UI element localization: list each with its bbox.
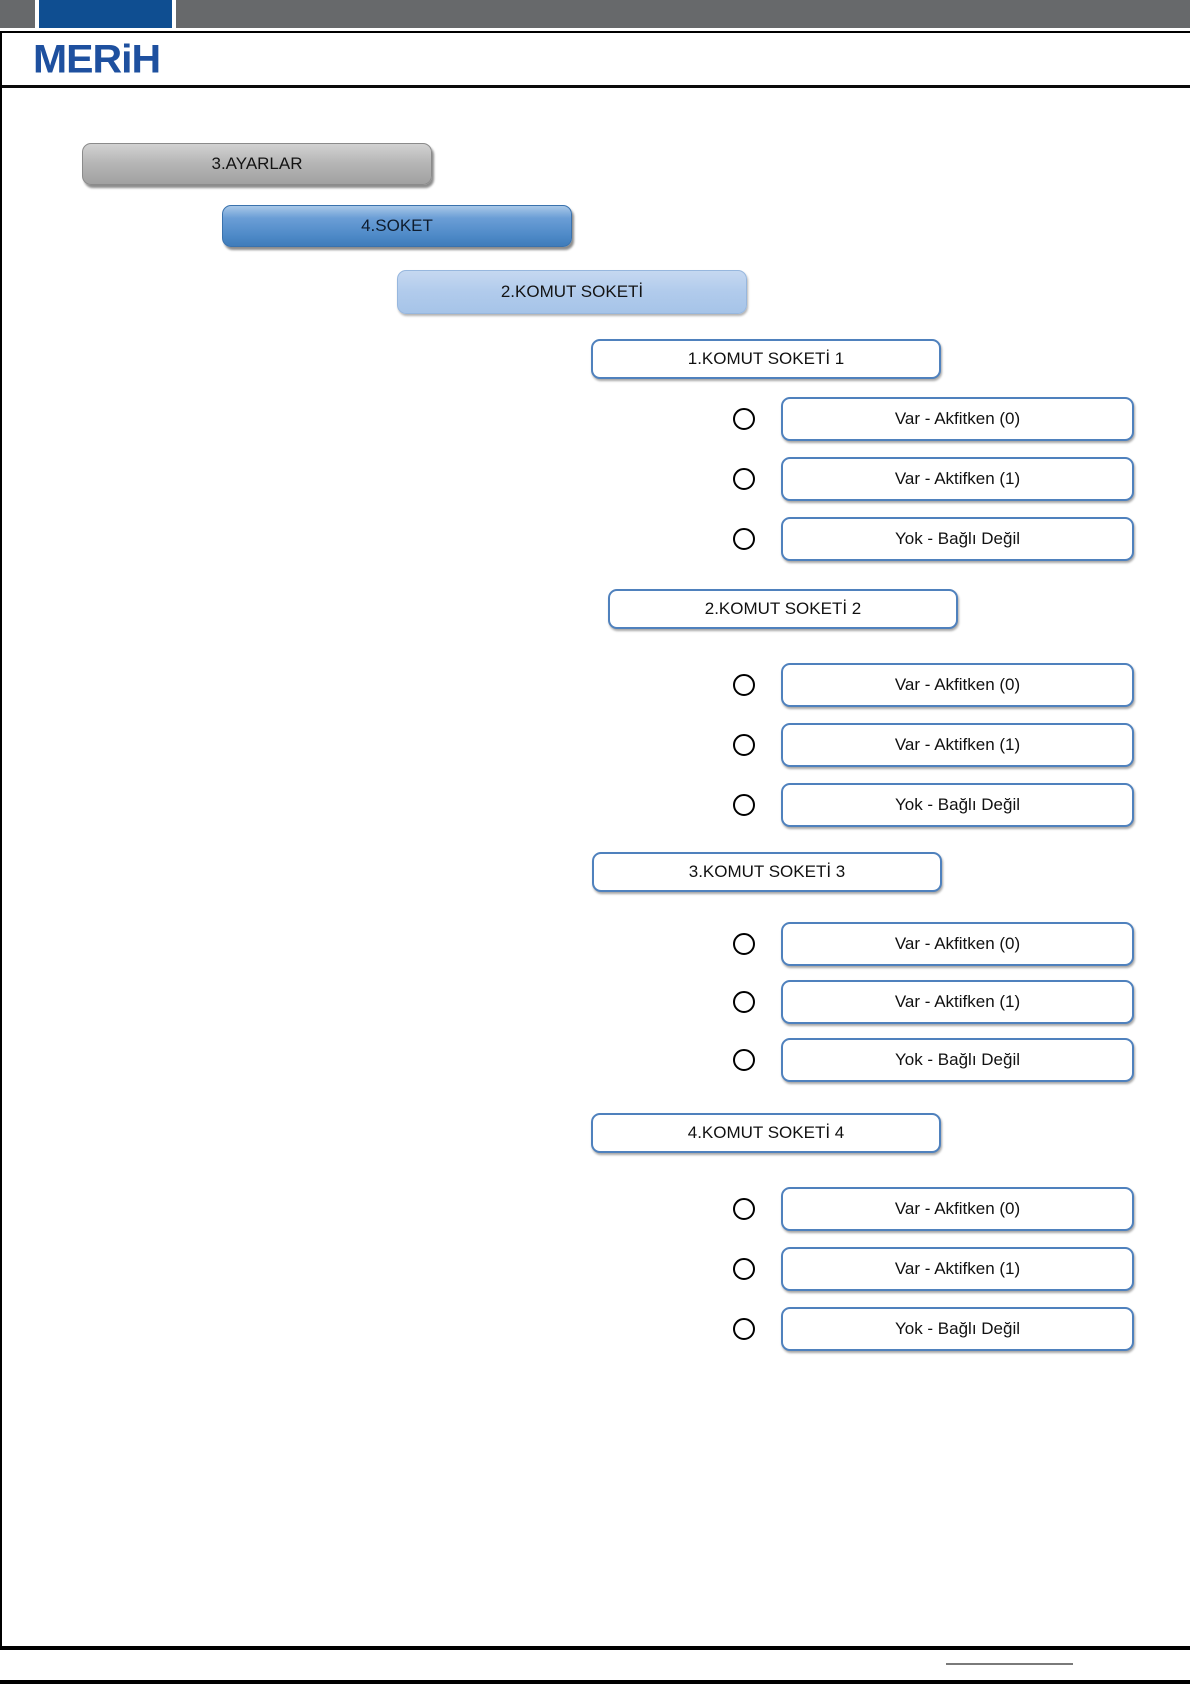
menu-button-label: 4.SOKET — [361, 216, 433, 235]
option-label: Var - Akfitken (0) — [894, 1199, 1021, 1218]
page-header: MERiH — [0, 31, 1190, 88]
radio-button[interactable] — [733, 674, 755, 696]
option-button[interactable]: Var - Akfitken (0) — [781, 663, 1134, 707]
radio-button[interactable] — [733, 1049, 755, 1071]
radio-button[interactable] — [733, 1318, 755, 1340]
topbar-gray-bar — [176, 0, 1190, 28]
section-header-4[interactable]: 4.KOMUT SOKETİ 4 — [591, 1113, 941, 1153]
radio-button[interactable] — [733, 991, 755, 1013]
radio-button[interactable] — [733, 933, 755, 955]
option-button[interactable]: Yok - Bağlı Değil — [781, 517, 1134, 561]
section-header-2[interactable]: 2.KOMUT SOKETİ 2 — [608, 589, 958, 629]
option-label: Var - Aktifken (1) — [894, 1259, 1021, 1278]
section-title: 1.KOMUT SOKETİ 1 — [687, 349, 845, 368]
radio-button[interactable] — [733, 1198, 755, 1220]
section-title: 3.KOMUT SOKETİ 3 — [688, 862, 846, 881]
section-title: 4.KOMUT SOKETİ 4 — [687, 1123, 845, 1142]
section-title: 2.KOMUT SOKETİ 2 — [704, 599, 862, 618]
topbar-gray-square — [0, 0, 35, 28]
menu-button-ayarlar[interactable]: 3.AYARLAR — [82, 143, 432, 185]
merih-logo: MERiH — [33, 36, 161, 82]
radio-button[interactable] — [733, 528, 755, 550]
page-left-border — [0, 31, 2, 1648]
option-label: Var - Aktifken (1) — [894, 735, 1021, 754]
radio-button[interactable] — [733, 734, 755, 756]
option-button[interactable]: Var - Akfitken (0) — [781, 922, 1134, 966]
option-label: Var - Akfitken (0) — [894, 409, 1021, 428]
section-header-1[interactable]: 1.KOMUT SOKETİ 1 — [591, 339, 941, 379]
section-header-3[interactable]: 3.KOMUT SOKETİ 3 — [592, 852, 942, 892]
option-button[interactable]: Var - Aktifken (1) — [781, 1247, 1134, 1291]
radio-button[interactable] — [733, 794, 755, 816]
topbar-gap — [35, 0, 39, 28]
option-button[interactable]: Yok - Bağlı Değil — [781, 1038, 1134, 1082]
menu-button-label: 3.AYARLAR — [211, 154, 303, 173]
menu-button-soket[interactable]: 4.SOKET — [222, 205, 572, 247]
option-label: Var - Aktifken (1) — [894, 992, 1021, 1011]
radio-button[interactable] — [733, 408, 755, 430]
option-button[interactable]: Var - Akfitken (0) — [781, 397, 1134, 441]
option-label: Var - Akfitken (0) — [894, 934, 1021, 953]
radio-button[interactable] — [733, 468, 755, 490]
option-button[interactable]: Var - Aktifken (1) — [781, 723, 1134, 767]
footer-top-rule — [0, 1646, 1190, 1650]
option-label: Yok - Bağlı Değil — [894, 529, 1021, 548]
option-label: Yok - Bağlı Değil — [894, 1050, 1021, 1069]
option-button[interactable]: Var - Akfitken (0) — [781, 1187, 1134, 1231]
footer-short-underline — [946, 1663, 1073, 1665]
option-label: Var - Akfitken (0) — [894, 675, 1021, 694]
option-button[interactable]: Yok - Bağlı Değil — [781, 1307, 1134, 1351]
option-button[interactable]: Var - Aktifken (1) — [781, 457, 1134, 501]
option-label: Yok - Bağlı Değil — [894, 1319, 1021, 1338]
option-label: Var - Aktifken (1) — [894, 469, 1021, 488]
topbar-blue-block — [39, 0, 172, 28]
topbar-gap — [172, 0, 176, 28]
option-button[interactable]: Yok - Bağlı Değil — [781, 783, 1134, 827]
menu-button-komut-soketi[interactable]: 2.KOMUT SOKETİ — [397, 270, 747, 314]
top-color-bar — [0, 0, 1190, 28]
footer-bottom-rule — [0, 1680, 1190, 1684]
menu-button-label: 2.KOMUT SOKETİ — [500, 282, 644, 301]
radio-button[interactable] — [733, 1258, 755, 1280]
option-button[interactable]: Var - Aktifken (1) — [781, 980, 1134, 1024]
option-label: Yok - Bağlı Değil — [894, 795, 1021, 814]
